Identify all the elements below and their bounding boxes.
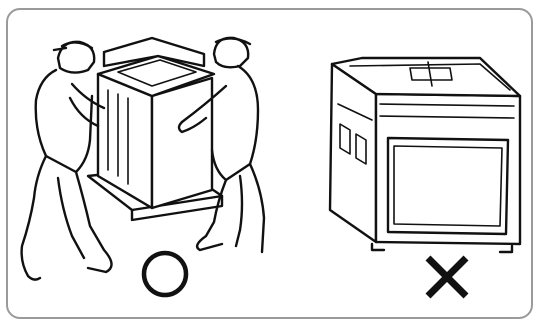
left-scene <box>22 38 264 295</box>
correct-circle-icon <box>144 253 186 295</box>
washer-on-side <box>330 58 520 252</box>
wrong-x-icon <box>428 258 466 296</box>
washer-upright <box>88 38 222 220</box>
right-scene <box>330 58 520 296</box>
